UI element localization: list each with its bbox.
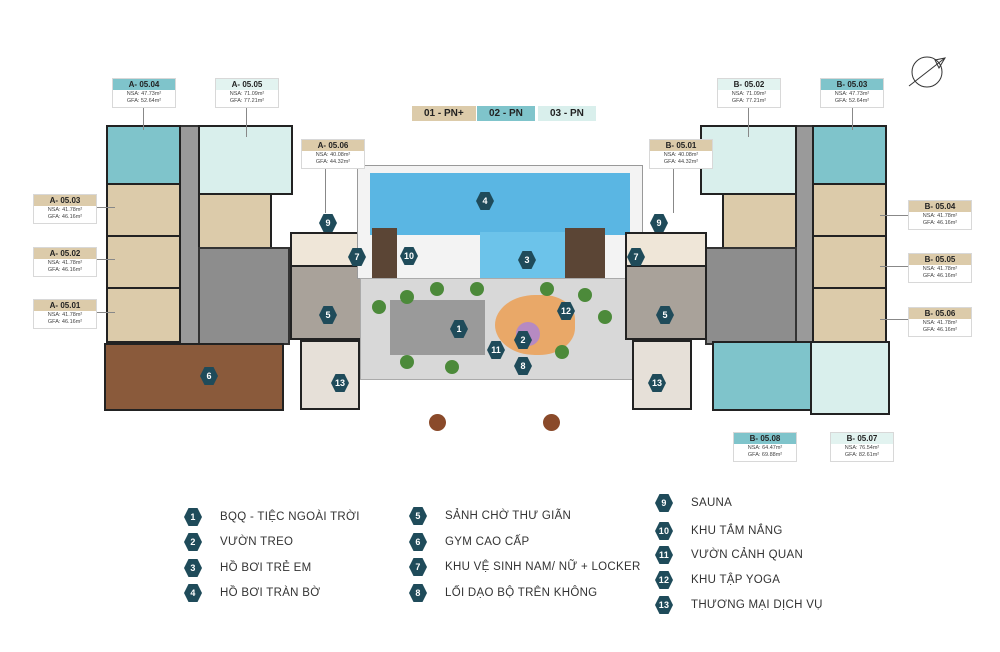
- unit-a-05-05[interactable]: [198, 125, 293, 195]
- marker-8: 8: [514, 357, 532, 375]
- marker-5-right: 5: [656, 306, 674, 324]
- unit-b-05-04[interactable]: [812, 183, 887, 237]
- marker-3: 3: [518, 251, 536, 269]
- unit-b-05-06[interactable]: [812, 287, 887, 343]
- marker-7-right: 7: [627, 248, 645, 266]
- marker-2: 2: [514, 331, 532, 349]
- marker-10: 10: [400, 247, 418, 265]
- unit-b-05-01[interactable]: [722, 193, 797, 249]
- marker-4: 4: [476, 192, 494, 210]
- marker-9-right: 9: [650, 214, 668, 232]
- unit-b-05-08[interactable]: [712, 341, 812, 411]
- marker-7-left: 7: [348, 248, 366, 266]
- right-wood-deck: [565, 228, 605, 280]
- marker-12: 12: [557, 302, 575, 320]
- bbq-area: [390, 300, 485, 355]
- unit-a-05-06[interactable]: [198, 193, 272, 249]
- planter-right: [543, 414, 560, 431]
- legend-type-02pn: 02 - PN: [477, 106, 535, 121]
- left-core: [198, 247, 290, 345]
- marker-13-right: 13: [648, 374, 666, 392]
- legend-type-01pn: 01 - PN+: [412, 106, 476, 121]
- legend-type-03pn: 03 - PN: [538, 106, 596, 121]
- unit-a-05-04[interactable]: [106, 125, 181, 185]
- marker-6: 6: [200, 367, 218, 385]
- right-core: [705, 247, 797, 345]
- marker-13-left: 13: [331, 374, 349, 392]
- marker-9-left: 9: [319, 214, 337, 232]
- marker-5-left: 5: [319, 306, 337, 324]
- infinity-pool: [370, 173, 630, 235]
- left-corridor: [178, 125, 200, 347]
- unit-b-05-03[interactable]: [812, 125, 887, 185]
- unit-a-05-01[interactable]: [106, 287, 181, 343]
- right-lounge: [625, 265, 707, 340]
- unit-a-05-02[interactable]: [106, 235, 181, 289]
- marker-11: 11: [487, 341, 505, 359]
- north-compass-icon: [908, 56, 947, 88]
- left-wood-deck: [372, 228, 397, 280]
- marker-1: 1: [450, 320, 468, 338]
- unit-a-05-03[interactable]: [106, 183, 181, 237]
- planter-left: [429, 414, 446, 431]
- unit-b-05-07[interactable]: [810, 341, 890, 415]
- unit-b-05-05[interactable]: [812, 235, 887, 289]
- left-commercial: [300, 340, 360, 410]
- gym-area: [104, 343, 284, 411]
